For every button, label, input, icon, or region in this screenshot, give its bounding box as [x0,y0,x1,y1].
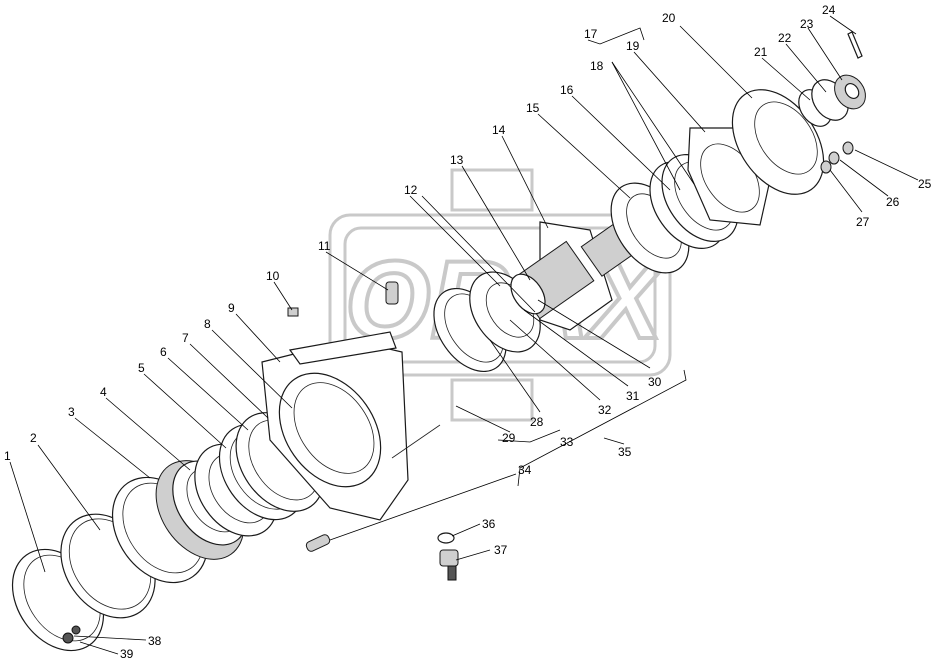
callout-38: 38 [148,634,162,648]
part-9-housing [261,331,441,521]
callout-39: 39 [120,647,134,661]
callout-7: 7 [182,331,189,345]
callout-8: 8 [204,317,211,331]
callout-26: 26 [886,195,900,209]
callout-15: 15 [526,101,540,115]
callout-4: 4 [100,385,107,399]
callout-22: 22 [778,31,792,45]
callout-13: 13 [450,153,464,167]
callout-35: 35 [618,445,632,459]
callout-30: 30 [648,375,662,389]
part-25-nut [842,141,854,155]
callout-3: 3 [68,405,75,419]
part-26-nut [828,151,840,165]
part-37-sensor [439,549,459,581]
callout-36: 36 [482,517,496,531]
callout-14: 14 [492,123,506,137]
callout-labels: 1 2 3 4 5 6 7 8 9 10 11 12 13 14 15 16 1… [4,3,932,661]
callout-31: 31 [626,389,640,403]
callout-29: 29 [502,431,516,445]
callout-33: 33 [560,435,574,449]
callout-28: 28 [530,415,544,429]
callout-2: 2 [30,431,37,445]
callout-21: 21 [754,45,768,59]
callout-37: 37 [494,543,508,557]
callout-17: 17 [584,27,598,41]
part-34-pin [305,534,331,552]
part-10-plug [287,307,299,317]
callout-25: 25 [918,177,932,191]
callout-24: 24 [822,3,836,17]
callout-27: 27 [856,215,870,229]
callout-18: 18 [590,59,604,73]
callout-5: 5 [138,361,145,375]
callout-10: 10 [266,269,280,283]
callout-16: 16 [560,83,574,97]
leader-lines [9,15,919,655]
callout-12: 12 [404,183,418,197]
callout-9: 9 [228,301,235,315]
callout-23: 23 [800,17,814,31]
callout-20: 20 [662,11,676,25]
callout-6: 6 [160,345,167,359]
callout-19: 19 [626,39,640,53]
part-23-nut [834,74,866,110]
part-36-o-ring [437,532,455,544]
callout-34: 34 [518,463,532,477]
part-27-washer [820,160,832,174]
callout-11: 11 [318,239,331,253]
part-24-cotter-pin [847,31,863,59]
part-11-breather [385,281,399,305]
part-20-flange [731,89,825,195]
callout-1: 1 [4,449,11,463]
callout-32: 32 [598,403,612,417]
